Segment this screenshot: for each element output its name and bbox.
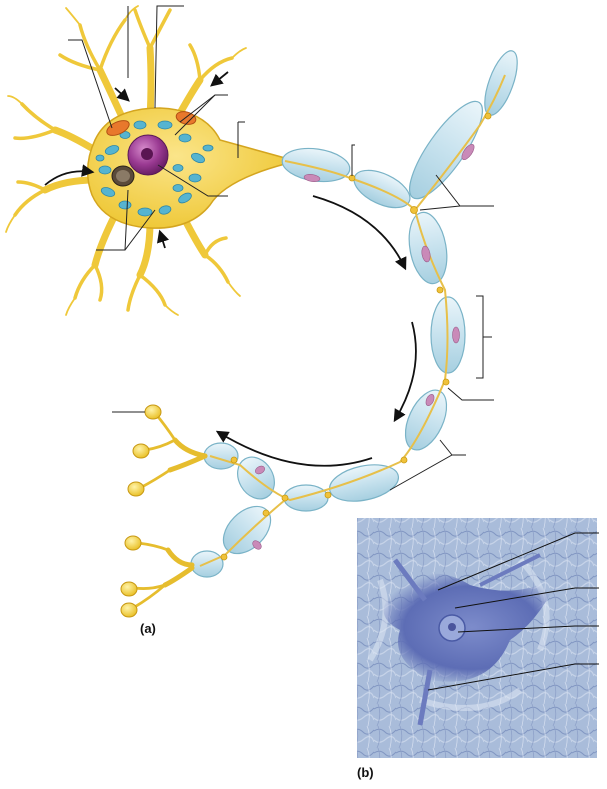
- golgi-apparatus: [112, 166, 134, 186]
- myelin-sheath-segments: [191, 47, 524, 577]
- micrograph-nucleus: [439, 615, 465, 641]
- nucleolus: [141, 148, 153, 160]
- panel-label-b: (b): [357, 765, 374, 780]
- micrograph-panel: [357, 518, 599, 758]
- synaptic-knobs: [121, 405, 161, 617]
- axon-terminals: [133, 413, 205, 608]
- panel-label-a: (a): [140, 621, 156, 636]
- nucleus: [128, 135, 168, 175]
